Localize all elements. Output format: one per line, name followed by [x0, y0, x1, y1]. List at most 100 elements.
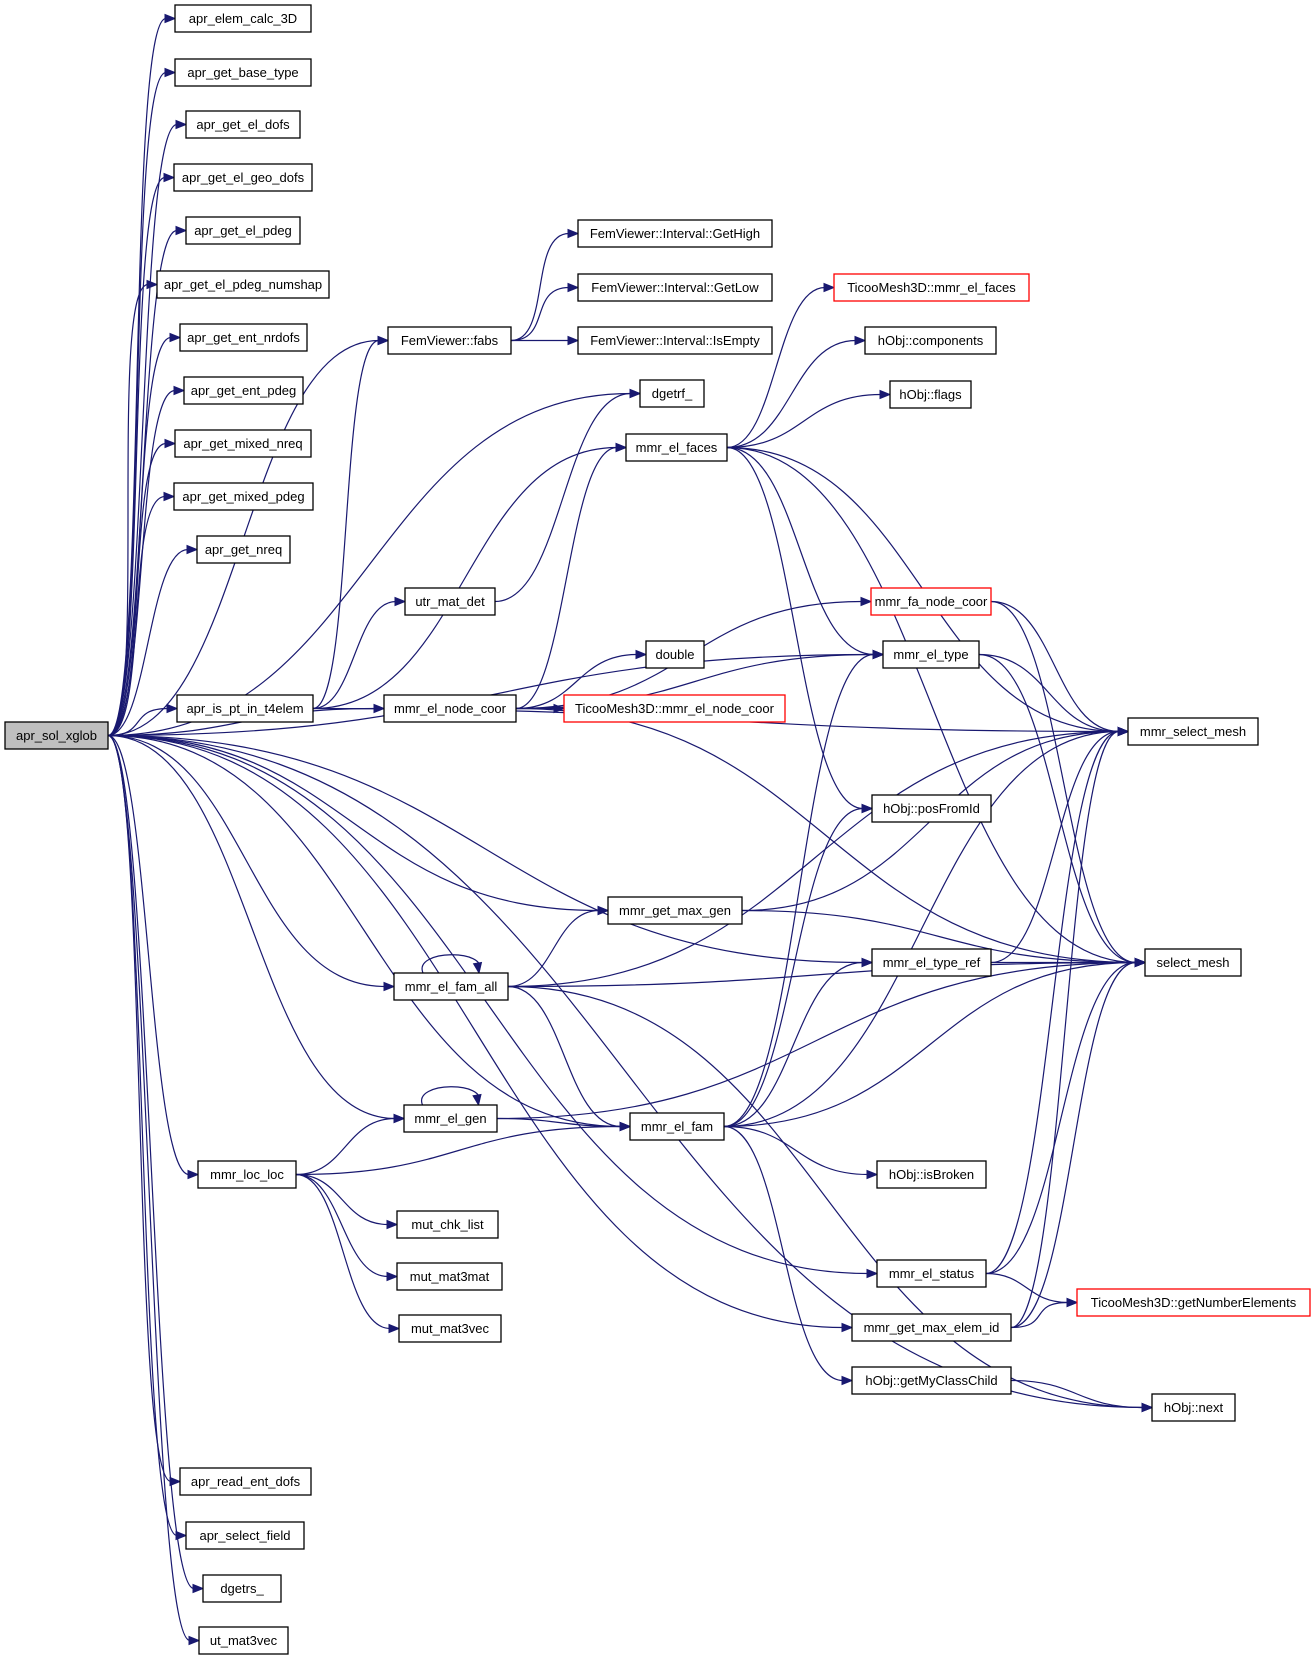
edge-apr-sol-xglob-to-apr-get-mixed-nreq: [107, 438, 177, 737]
node-dgetrf-[interactable]: dgetrf_: [639, 379, 705, 408]
edge-mmr-el-fam-all-to-mmr-el-fam-all: [421, 954, 483, 975]
edge-apr-sol-xglob-to-apr-get-el-pdeg-numshap: [107, 279, 159, 737]
edge-apr-sol-xglob-to-hobj-next: [107, 734, 1154, 1413]
edge-mmr-el-faces-to-ticoomesh3d-mmr-el-faces: [726, 282, 836, 449]
node-hobj-components[interactable]: hObj::components: [864, 326, 997, 355]
node-label: TicooMesh3D::mmr_el_faces: [847, 280, 1016, 295]
node-apr-elem-calc-3d[interactable]: apr_elem_calc_3D: [174, 4, 312, 33]
node-mut-mat3vec[interactable]: mut_mat3vec: [398, 1314, 502, 1343]
node-label: mmr_fa_node_coor: [875, 594, 988, 609]
node-mut-mat3mat[interactable]: mut_mat3mat: [396, 1262, 503, 1291]
node-label: FemViewer::Interval::IsEmpty: [590, 333, 760, 348]
node-femviewer-getlow[interactable]: FemViewer::Interval::GetLow: [577, 273, 773, 302]
edge-apr-is-pt-in-t4elem-to-femviewer-fabs: [312, 335, 390, 710]
node-label: apr_is_pt_in_t4elem: [186, 701, 303, 716]
edge-apr-sol-xglob-to-mmr-el-fam-all: [107, 734, 396, 992]
node-label: select_mesh: [1157, 955, 1230, 970]
node-label: dgetrf_: [652, 386, 693, 401]
node-label: apr_get_el_pdeg_numshap: [164, 277, 322, 292]
node-apr-read-ent-dofs[interactable]: apr_read_ent_dofs: [179, 1467, 312, 1496]
edge-mmr-el-faces-to-select-mesh: [726, 446, 1147, 968]
edge-mmr-fa-node-coor-to-mmr-select-mesh: [990, 600, 1130, 737]
edge-apr-sol-xglob-to-apr-get-ent-nrdofs: [107, 332, 182, 737]
node-mmr-get-max-elem-id[interactable]: mmr_get_max_elem_id: [851, 1313, 1012, 1342]
node-femviewer-isempty[interactable]: FemViewer::Interval::IsEmpty: [577, 326, 773, 355]
edge-mmr-loc-loc-to-mut-mat3mat: [295, 1173, 399, 1282]
node-apr-get-el-pdeg-numshap[interactable]: apr_get_el_pdeg_numshap: [156, 270, 330, 299]
edge-apr-sol-xglob-to-mmr-get-max-gen: [107, 734, 610, 916]
node-mmr-el-status[interactable]: mmr_el_status: [876, 1259, 987, 1288]
node-apr-is-pt-in-t4elem[interactable]: apr_is_pt_in_t4elem: [176, 694, 314, 723]
edge-mmr-el-fam-all-to-mmr-get-max-gen: [507, 905, 610, 988]
node-apr-sol-xglob[interactable]: apr_sol_xglob: [4, 721, 109, 750]
node-mmr-get-max-gen[interactable]: mmr_get_max_gen: [607, 896, 743, 925]
node-label: mut_mat3mat: [410, 1269, 490, 1284]
node-femviewer-gethigh[interactable]: FemViewer::Interval::GetHigh: [577, 219, 773, 248]
node-label: apr_sol_xglob: [16, 728, 97, 743]
node-mmr-el-fam[interactable]: mmr_el_fam: [629, 1112, 725, 1141]
node-apr-get-el-pdeg[interactable]: apr_get_el_pdeg: [185, 216, 301, 245]
node-mmr-el-fam-all[interactable]: mmr_el_fam_all: [393, 972, 509, 1001]
node-hobj-isbroken[interactable]: hObj::isBroken: [876, 1160, 987, 1189]
edge-hobj-getmyclasschild-to-hobj-next: [1010, 1379, 1154, 1413]
node-mmr-select-mesh[interactable]: mmr_select_mesh: [1127, 717, 1259, 746]
node-mmr-el-faces[interactable]: mmr_el_faces: [625, 433, 728, 462]
node-label: apr_get_ent_pdeg: [191, 383, 297, 398]
node-apr-get-mixed-pdeg[interactable]: apr_get_mixed_pdeg: [173, 482, 314, 511]
node-mmr-el-type[interactable]: mmr_el_type: [882, 640, 980, 669]
node-dgetrs-[interactable]: dgetrs_: [202, 1574, 282, 1603]
edge-mmr-el-type-to-select-mesh: [978, 653, 1147, 968]
node-apr-get-base-type[interactable]: apr_get_base_type: [174, 58, 312, 87]
edge-mmr-el-status-to-mmr-select-mesh: [985, 726, 1130, 1275]
edge-mmr-el-fam-all-to-mmr-select-mesh: [507, 726, 1130, 988]
node-label: hObj::next: [1164, 1400, 1224, 1415]
node-ticoomesh3d-mmr-el-faces[interactable]: TicooMesh3D::mmr_el_faces: [833, 273, 1030, 302]
node-double[interactable]: double: [645, 640, 705, 669]
node-mut-chk-list[interactable]: mut_chk_list: [396, 1210, 499, 1239]
edge-apr-sol-xglob-to-apr-is-pt-in-t4elem: [107, 703, 179, 737]
edge-femviewer-fabs-to-femviewer-isempty: [510, 335, 580, 346]
node-ticoomesh3d-mmr-el-node-coor[interactable]: TicooMesh3D::mmr_el_node_coor: [563, 694, 786, 723]
node-mmr-el-gen[interactable]: mmr_el_gen: [403, 1104, 498, 1133]
node-hobj-posfromid[interactable]: hObj::posFromId: [871, 794, 992, 823]
node-label: apr_select_field: [199, 1528, 290, 1543]
edge-mmr-el-faces-to-hobj-flags: [726, 389, 892, 449]
edge-mmr-el-node-coor-to-double: [515, 649, 648, 710]
node-apr-get-nreq[interactable]: apr_get_nreq: [196, 535, 291, 564]
edge-apr-sol-xglob-to-dgetrs-: [107, 734, 205, 1594]
edge-mmr-get-max-elem-id-to-mmr-select-mesh: [1010, 726, 1130, 1329]
node-apr-select-field[interactable]: apr_select_field: [185, 1521, 305, 1550]
node-apr-get-el-dofs[interactable]: apr_get_el_dofs: [185, 110, 301, 139]
edge-apr-sol-xglob-to-mmr-loc-loc: [107, 734, 200, 1180]
node-ut-mat3vec[interactable]: ut_mat3vec: [198, 1626, 289, 1655]
node-select-mesh[interactable]: select_mesh: [1144, 948, 1242, 977]
node-label: mut_chk_list: [411, 1217, 484, 1232]
node-label: mmr_el_faces: [636, 440, 718, 455]
node-utr-mat-det[interactable]: utr_mat_det: [404, 587, 496, 616]
node-ticoomesh3d-getnumberelements[interactable]: TicooMesh3D::getNumberElements: [1076, 1288, 1311, 1317]
node-label: apr_get_el_pdeg: [194, 223, 292, 238]
node-label: dgetrs_: [220, 1581, 264, 1596]
edge-apr-sol-xglob-to-mmr-el-gen: [107, 734, 406, 1124]
node-label: mmr_el_fam_all: [405, 979, 498, 994]
node-hobj-flags[interactable]: hObj::flags: [889, 380, 972, 409]
node-mmr-loc-loc[interactable]: mmr_loc_loc: [197, 1160, 297, 1189]
node-mmr-el-type-ref[interactable]: mmr_el_type_ref: [871, 948, 992, 977]
node-label: apr_get_el_dofs: [196, 117, 290, 132]
node-mmr-el-node-coor[interactable]: mmr_el_node_coor: [383, 694, 517, 723]
edge-utr-mat-det-to-dgetrf-: [494, 388, 642, 603]
node-mmr-fa-node-coor[interactable]: mmr_fa_node_coor: [870, 587, 992, 616]
node-hobj-next[interactable]: hObj::next: [1151, 1393, 1236, 1422]
node-apr-get-ent-nrdofs[interactable]: apr_get_ent_nrdofs: [179, 323, 308, 352]
node-label: mmr_el_type_ref: [883, 955, 981, 970]
node-apr-get-ent-pdeg[interactable]: apr_get_ent_pdeg: [183, 376, 304, 405]
node-label: mmr_select_mesh: [1140, 724, 1246, 739]
node-apr-get-el-geo-dofs[interactable]: apr_get_el_geo_dofs: [173, 163, 313, 192]
edge-mmr-el-fam-all-to-hobj-next: [507, 985, 1154, 1413]
edge-mmr-loc-loc-to-mut-mat3vec: [295, 1173, 401, 1334]
node-hobj-getmyclasschild[interactable]: hObj::getMyClassChild: [851, 1366, 1012, 1395]
node-label: apr_elem_calc_3D: [189, 11, 297, 26]
node-femviewer-fabs[interactable]: FemViewer::fabs: [387, 326, 512, 355]
node-apr-get-mixed-nreq[interactable]: apr_get_mixed_nreq: [174, 429, 312, 458]
